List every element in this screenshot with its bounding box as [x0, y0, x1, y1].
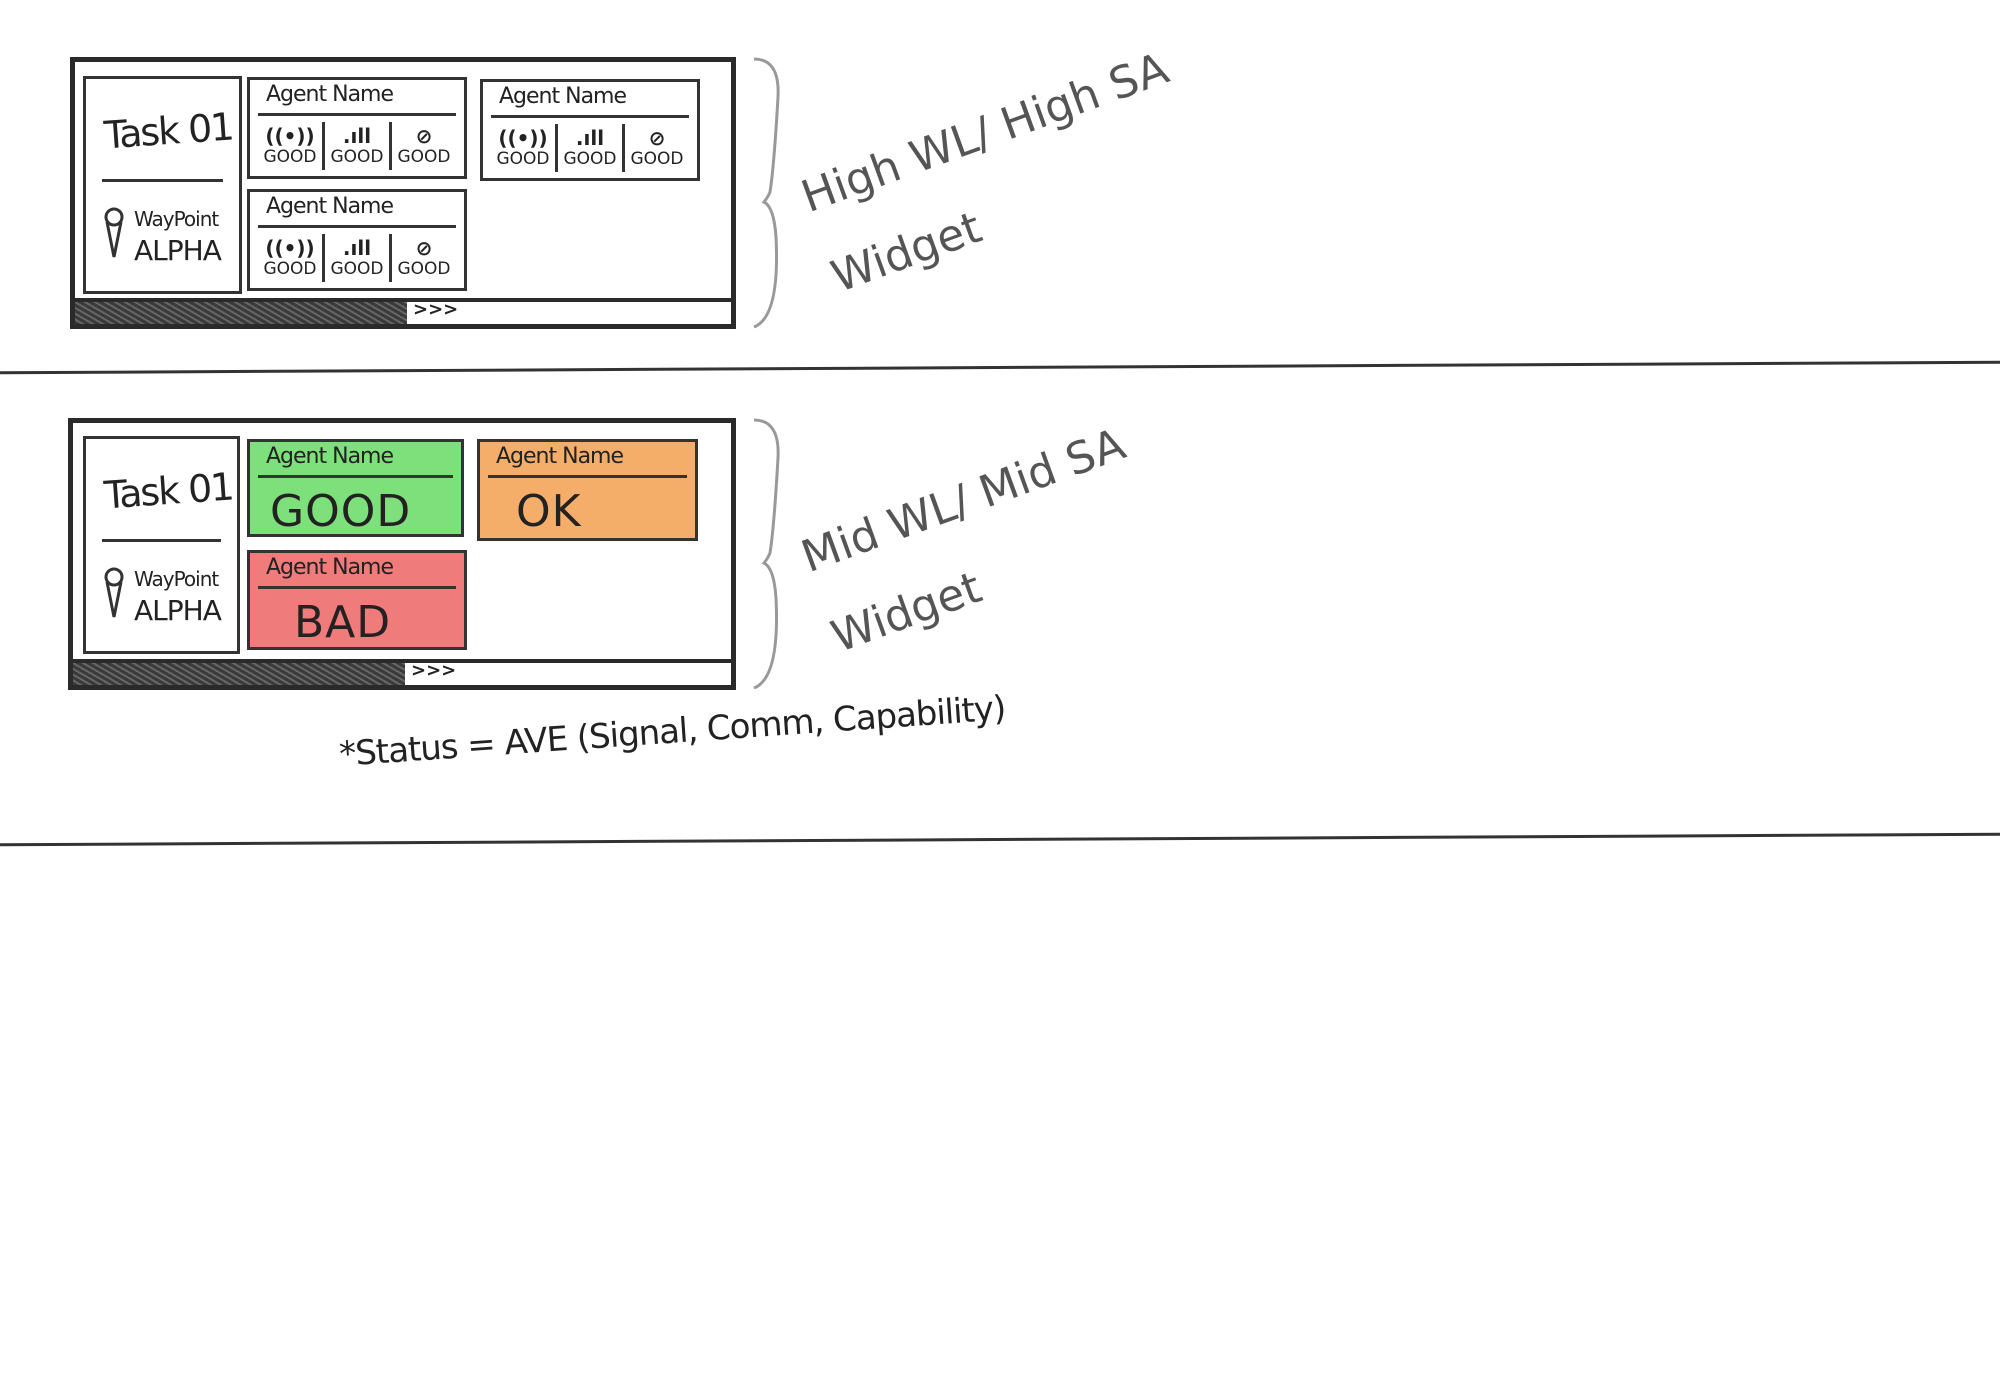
comm-value: GOOD: [563, 149, 617, 169]
signal-metric: ((•))GOOD: [258, 234, 322, 282]
waypoint-name: ALPHA: [134, 234, 222, 267]
divider: [102, 539, 221, 542]
divider: [258, 225, 456, 228]
signal-value: GOOD: [496, 149, 550, 169]
agent-card-good[interactable]: Agent Name GOOD: [247, 439, 464, 537]
divider: [258, 113, 456, 116]
waypoint-label: WayPoint: [134, 567, 219, 591]
scroll-right-arrow[interactable]: >>>: [413, 299, 459, 320]
mid-wl-widget: Task 01 WayPoint ALPHA Agent Name GOOD A…: [68, 418, 736, 690]
annotation-title: Mid WL/ Mid SA: [795, 418, 1132, 583]
agent-card-bad[interactable]: Agent Name BAD: [247, 550, 467, 650]
capability-value: GOOD: [397, 259, 451, 279]
task-panel[interactable]: Task 01 WayPoint ALPHA: [83, 436, 240, 654]
comm-value: GOOD: [330, 259, 384, 279]
comm-value: GOOD: [330, 147, 384, 167]
scroll-right-arrow[interactable]: >>>: [411, 660, 457, 681]
agent-name: Agent Name: [266, 555, 394, 580]
waypoint-label: WayPoint: [134, 207, 219, 231]
agent-status: OK: [516, 486, 582, 537]
scrollbar-thumb[interactable]: [73, 663, 405, 685]
agent-status: BAD: [294, 597, 392, 648]
scrollbar[interactable]: >>>: [75, 298, 731, 324]
check-circle-icon: ⊘: [415, 236, 433, 260]
brace-icon: [753, 418, 780, 690]
task-panel[interactable]: Task 01 WayPoint ALPHA: [83, 76, 242, 294]
agent-name: Agent Name: [266, 194, 394, 219]
task-title: Task 01: [102, 104, 234, 158]
divider: [491, 115, 689, 118]
waypoint-pin-icon: [104, 207, 124, 258]
capability-metric: ⊘GOOD: [389, 234, 456, 282]
task-title: Task 01: [102, 464, 234, 518]
agent-name: Agent Name: [266, 82, 394, 107]
scrollbar-thumb[interactable]: [75, 302, 407, 324]
annotation-subtitle: Widget: [825, 202, 989, 303]
comm-bars-icon: .ıll: [342, 124, 372, 148]
comm-bars-icon: .ıll: [575, 126, 605, 150]
signal-icon: ((•)): [498, 126, 548, 150]
section-divider: [0, 360, 2000, 375]
annotation-title: High WL/ High SA: [795, 43, 1176, 223]
signal-icon: ((•)): [265, 124, 315, 148]
capability-metric: ⊘GOOD: [622, 124, 689, 172]
agent-name: Agent Name: [499, 84, 627, 109]
divider: [258, 586, 456, 589]
brace-icon: [753, 57, 780, 329]
signal-value: GOOD: [263, 147, 317, 167]
capability-metric: ⊘GOOD: [389, 122, 456, 170]
signal-icon: ((•)): [265, 236, 315, 260]
check-circle-icon: ⊘: [648, 126, 666, 150]
capability-value: GOOD: [630, 149, 684, 169]
divider: [258, 475, 453, 478]
check-circle-icon: ⊘: [415, 124, 433, 148]
agent-status: GOOD: [270, 486, 412, 537]
agent-card-ok[interactable]: Agent Name OK: [477, 439, 698, 541]
signal-value: GOOD: [263, 259, 317, 279]
high-wl-widget: Task 01 WayPoint ALPHA Agent Name ((•))G…: [70, 57, 736, 329]
scrollbar[interactable]: >>>: [73, 659, 731, 685]
waypoint-pin-icon: [104, 567, 124, 618]
divider: [102, 179, 223, 182]
divider: [488, 475, 687, 478]
agent-name: Agent Name: [496, 444, 624, 469]
waypoint-name: ALPHA: [134, 594, 222, 627]
comm-bars-icon: .ıll: [342, 236, 372, 260]
agent-name: Agent Name: [266, 444, 394, 469]
annotation-subtitle: Widget: [825, 562, 989, 663]
status-formula: *Status = AVE (Signal, Comm, Capability): [338, 688, 1007, 775]
section-divider: [0, 832, 2000, 847]
signal-metric: ((•))GOOD: [491, 124, 555, 172]
signal-metric: ((•))GOOD: [258, 122, 322, 170]
capability-value: GOOD: [397, 147, 451, 167]
